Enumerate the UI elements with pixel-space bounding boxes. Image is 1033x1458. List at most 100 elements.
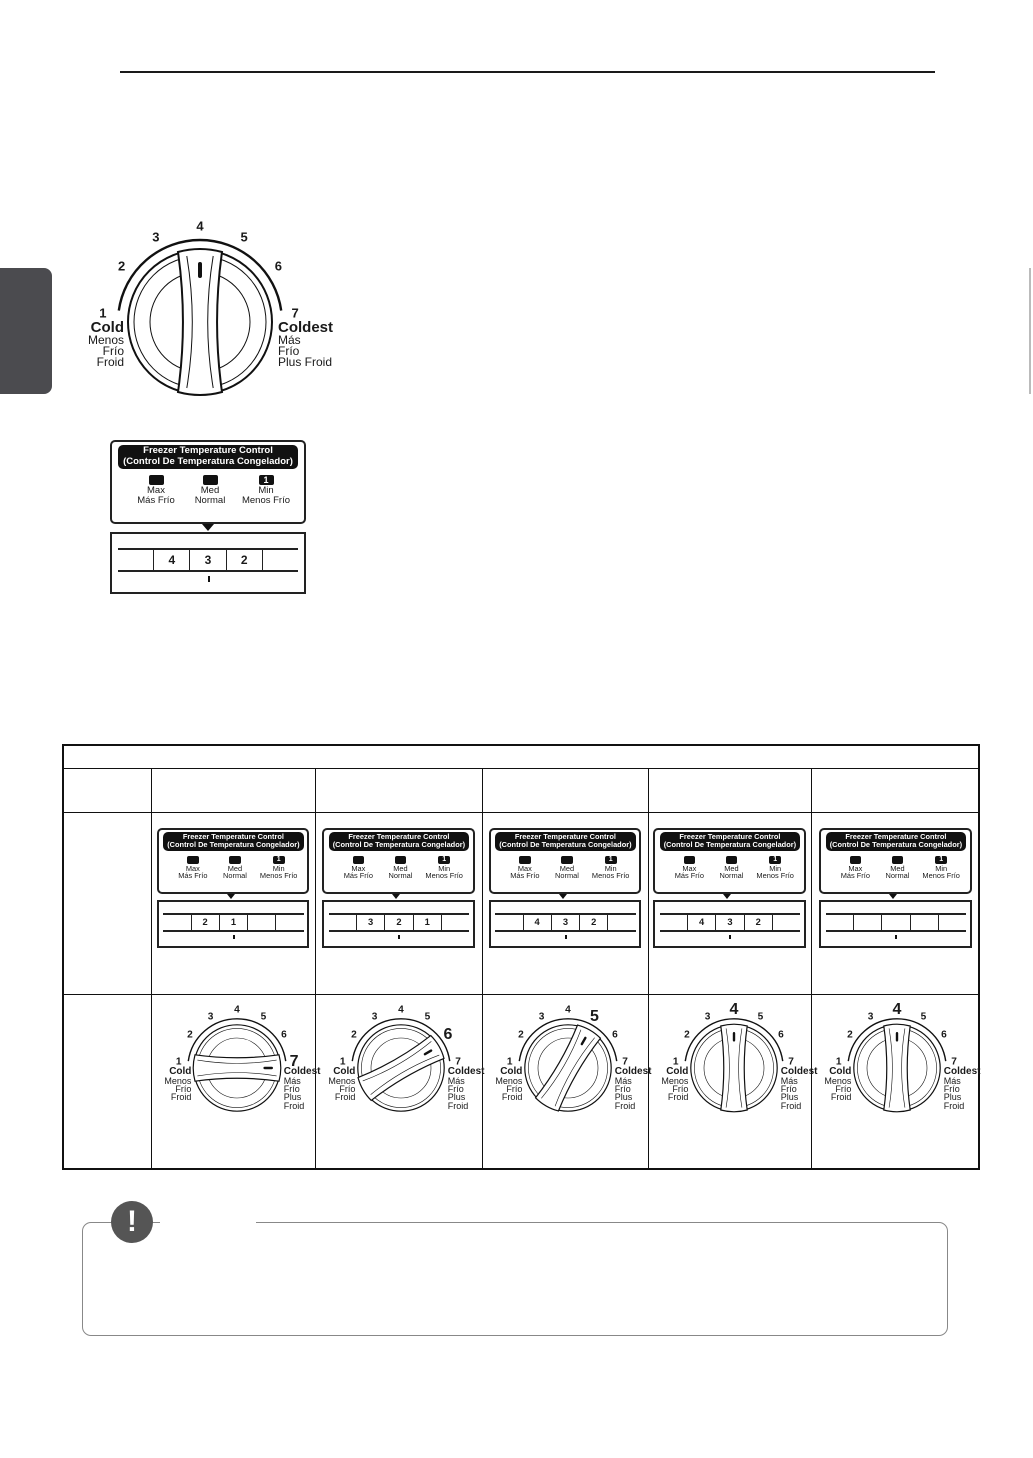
freezer-setting-strip: [819, 899, 972, 949]
dial-label-sub: Froid: [830, 1092, 852, 1103]
dial-label-sub: Frío: [447, 1084, 464, 1095]
freezer-strip-cell: [939, 915, 966, 931]
dial-label-sub: Más: [283, 1075, 301, 1086]
dial-number-5: 5: [757, 1011, 764, 1023]
freezer-strip-cell: [660, 914, 688, 931]
freezer-option-led: [187, 855, 199, 864]
dial-handle: [192, 1054, 282, 1082]
dial-scale-arc: [847, 1018, 947, 1062]
dial-label-sub: Plus Froid: [447, 1092, 469, 1111]
dial-label-main: Coldest: [278, 319, 334, 336]
dial-label-main: Coldest: [447, 1065, 485, 1077]
freezer-strip-cells: [825, 912, 967, 933]
dial-number-1: 1: [175, 1056, 182, 1068]
top-rule: [120, 71, 935, 73]
freezer-option-sublabel: Normal: [555, 870, 579, 880]
dial-handle-contour: [207, 255, 214, 389]
dial-number-7: 7: [951, 1056, 957, 1068]
dial-label-sub: Frío: [672, 1084, 689, 1095]
dial-pointer-mark: [895, 1032, 899, 1042]
freezer-title-line2: (Control De Temperatura Congelador): [663, 840, 797, 850]
freezer-strip-cell: 3: [552, 914, 581, 931]
dial-label-sub: Menos: [661, 1075, 689, 1086]
dial-label-sub: Froid: [170, 1092, 192, 1103]
freezer-option-led: [148, 475, 164, 485]
freezer-option-label: Med: [890, 863, 905, 873]
table-col-rule: [482, 768, 483, 1170]
dial-label-main: Coldest: [614, 1065, 652, 1077]
dial-number-6: 6: [612, 1029, 618, 1041]
freezer-strip-cell: [163, 914, 192, 931]
dial-label-sub: Froid: [334, 1092, 356, 1103]
freezer-selector-box: Freezer Temperature Control(Control De T…: [110, 440, 306, 524]
dial-pointer-mark: [263, 1066, 273, 1070]
freezer-title-line1: Freezer Temperature Control: [182, 832, 284, 842]
dial-label-main: Cold: [500, 1065, 523, 1077]
dial-graphic: [351, 1018, 451, 1112]
dial-handle: [357, 1034, 445, 1102]
dial-number-3: 3: [704, 1011, 711, 1023]
dial-pointer-mark: [732, 1032, 736, 1042]
dial-label-main: Coldest: [943, 1065, 981, 1077]
freezer-option-led: [519, 855, 531, 864]
freezer-title-line2: (Control De Temperatura Congelador): [829, 840, 963, 850]
dial-number-3: 3: [538, 1011, 545, 1023]
dial-label-sub: Frío: [835, 1084, 852, 1095]
freezer-option-led: 1: [604, 855, 617, 864]
table-freezer-panel-1: Freezer Temperature Control(Control De T…: [156, 828, 310, 949]
dial-label-sub: Menos: [87, 333, 124, 347]
dial-label-sub: Más: [278, 333, 301, 347]
dial-handle-contour: [197, 1059, 277, 1064]
freezer-strip-cell: 1: [414, 914, 442, 931]
dial-number-4: 4: [565, 1004, 571, 1016]
freezer-option-led: 1: [272, 855, 285, 864]
dial-number-7: 7: [455, 1056, 461, 1068]
freezer-option-sublabel: Más Frío: [510, 870, 540, 880]
freezer-selector-box: Freezer Temperature Control(Control De T…: [488, 828, 642, 894]
freezer-strip-cell: 3: [716, 914, 745, 931]
freezer-strip-tick: [232, 934, 235, 940]
dial-label-sub: Plus Froid: [943, 1092, 965, 1111]
freezer-option-label: Min: [769, 863, 782, 873]
dial-handle-contour: [541, 1029, 582, 1099]
dial-label-sub: Froid: [501, 1092, 523, 1103]
freezer-indicator-arrow: [202, 524, 214, 531]
table-col-rule: [648, 768, 649, 1170]
dial-label-sub: Froid: [667, 1092, 689, 1103]
dial-knob-ring: [528, 1028, 608, 1108]
freezer-strip-cell: [854, 914, 883, 931]
dial-knob-ring: [361, 1028, 441, 1108]
dial-number-6: 6: [941, 1029, 947, 1041]
freezer-strip-cell: [495, 914, 524, 931]
freezer-title-line2: (Control De Temperatura Congelador): [499, 840, 632, 850]
freezer-strip-cell: [248, 914, 277, 931]
freezer-title-line2: (Control De Temperatura Congelador): [123, 455, 293, 467]
dial-number-6: 6: [281, 1029, 287, 1041]
freezer-option-sublabel: Menos Frío: [259, 870, 298, 880]
dial-number-5: 5: [920, 1011, 927, 1023]
dial-graphic: [187, 1018, 287, 1112]
dial-handle-contour: [370, 1054, 440, 1095]
dial-label-main: Cold: [333, 1065, 356, 1077]
dial-handle-grip: [534, 1024, 602, 1112]
dial-pointer-mark: [580, 1036, 587, 1046]
dial-scale-arc: [187, 1018, 287, 1062]
dial-number-5: 5: [424, 1011, 431, 1023]
freezer-selector-box: Freezer Temperature Control(Control De T…: [819, 828, 972, 894]
dial-handle-contour: [888, 1028, 893, 1108]
dial-handle-grip: [176, 248, 224, 396]
freezer-option-sublabel: Normal: [885, 870, 910, 880]
dial-knob-inner: [370, 1037, 432, 1099]
dial-number-1: 1: [506, 1056, 513, 1068]
